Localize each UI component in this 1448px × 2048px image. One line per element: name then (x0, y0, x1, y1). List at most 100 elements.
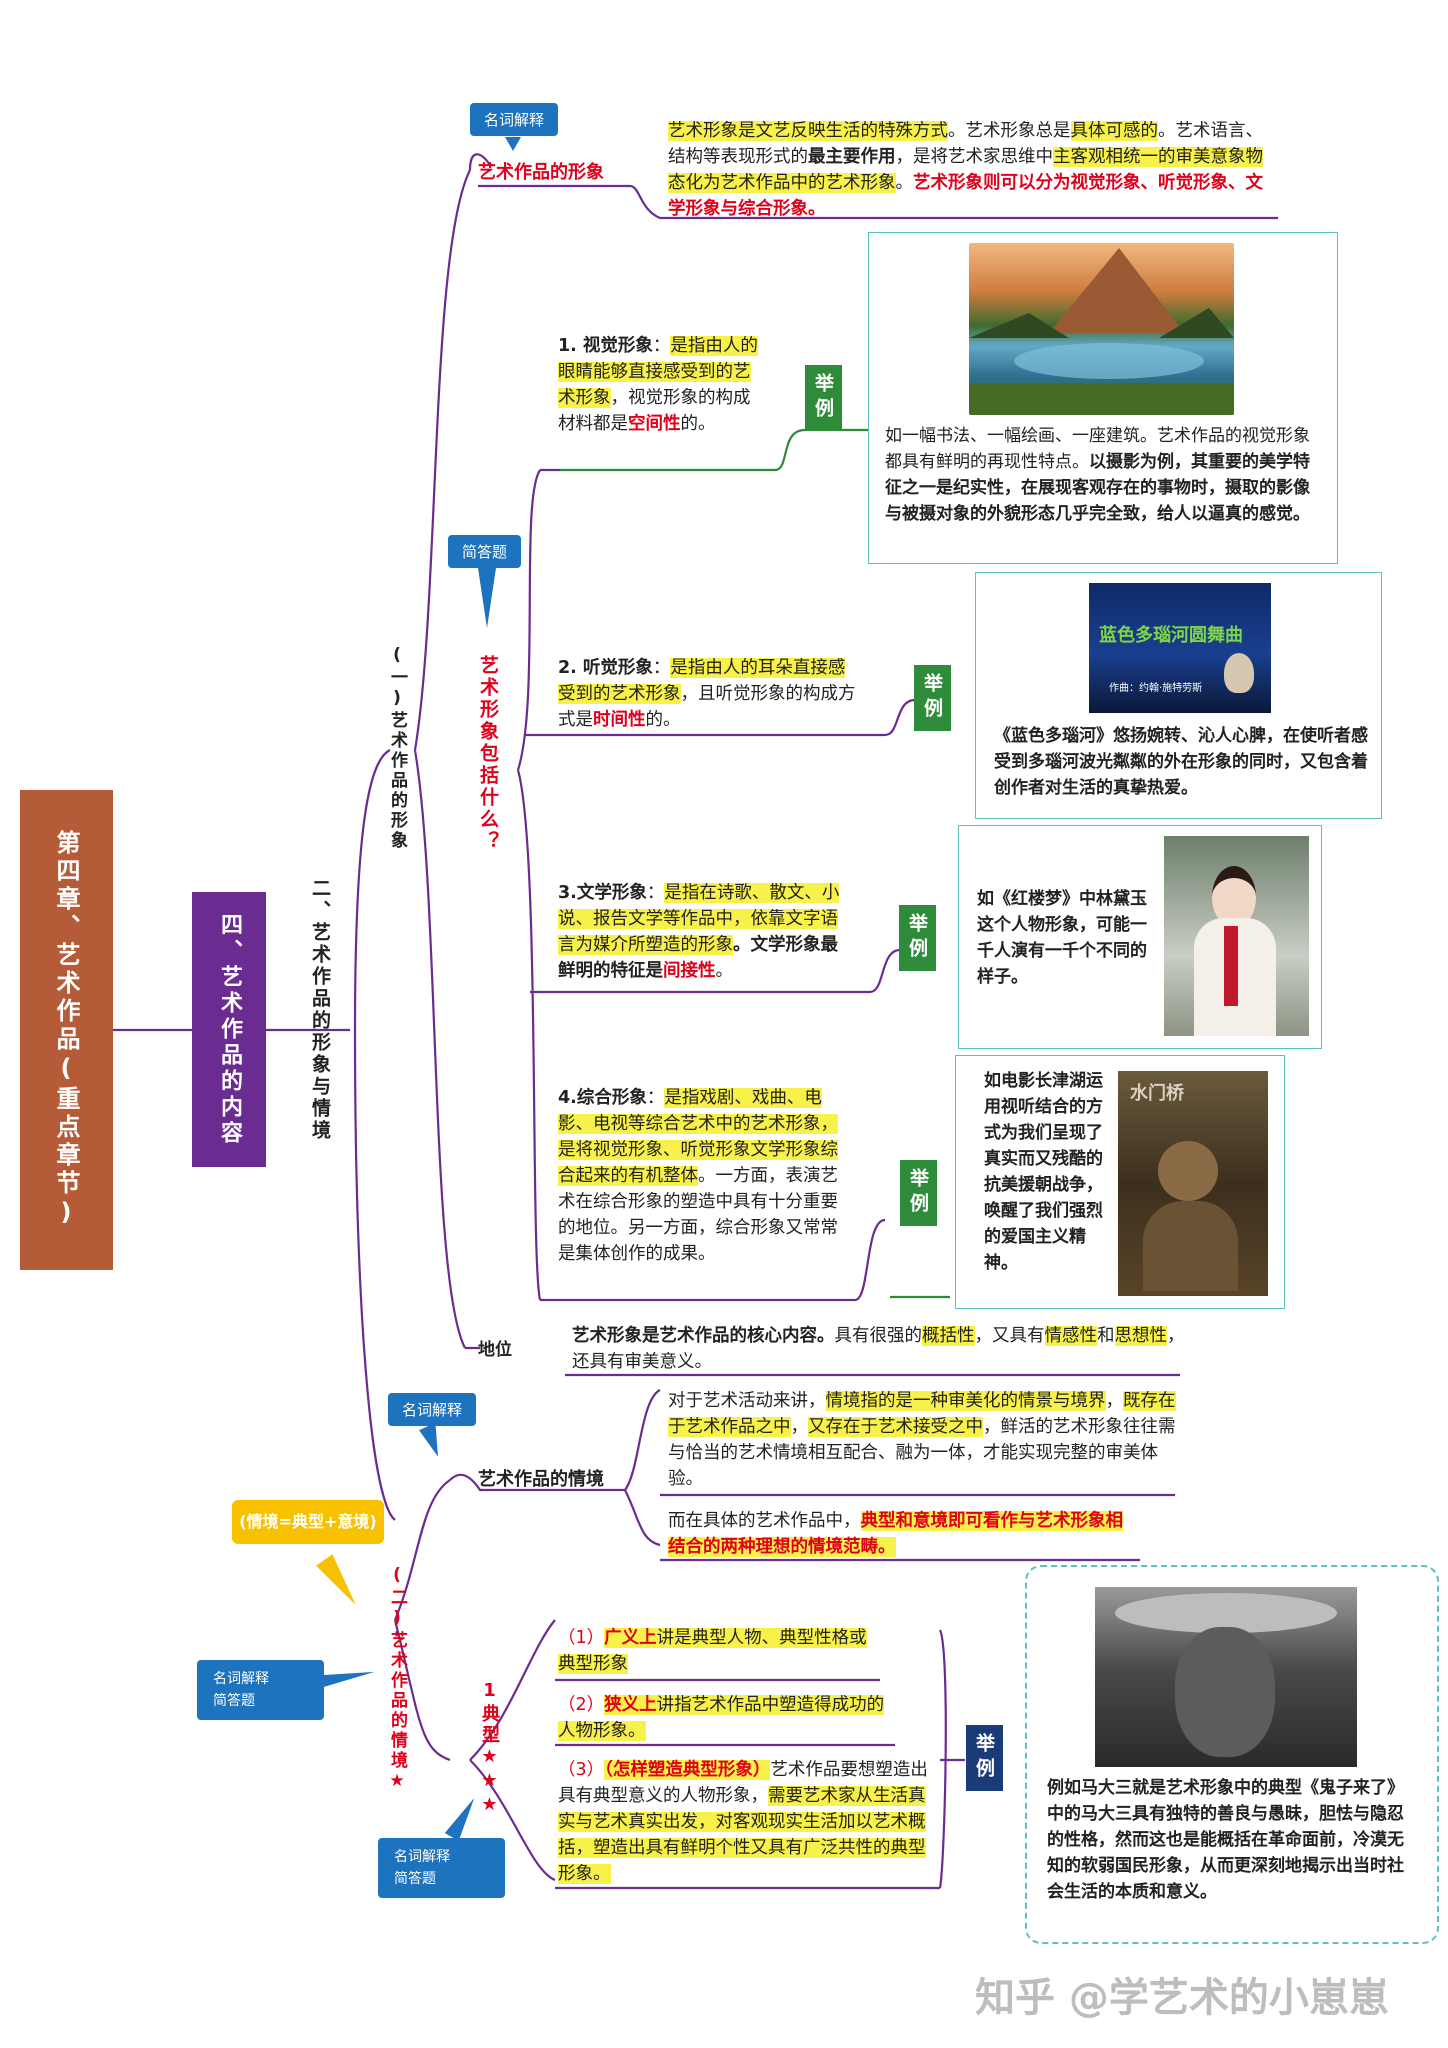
context-node: 艺术作品的情境 (478, 1469, 604, 1490)
typical-item-1: （1）广义上讲是典型人物、典型性格或典型形象 (558, 1625, 878, 1677)
tag-pointer (505, 137, 521, 151)
noun-explain-tag: 名词解释 (470, 103, 559, 136)
text-part: （3） (558, 1760, 605, 1780)
blue-danube-poster: 蓝色多瑙河圆舞曲 作曲：约翰·施特劳斯 (1089, 583, 1271, 713)
typical-item-2: （2）狭义上讲指艺术作品中塑造得成功的人物形象。 (558, 1692, 888, 1744)
movie-poster-title: 水门桥 (1130, 1083, 1184, 1104)
context-definition-2: 而在具体的艺术作品中，典型和意境即可看作与艺术形象相结合的两种理想的情境范畴。 (668, 1508, 1138, 1560)
face-shape (1175, 1627, 1275, 1757)
text-part: （1） (558, 1628, 605, 1648)
part1-title: (一)艺术作品的形象 (387, 645, 407, 851)
def-part: 艺术形象是文艺反映生活的特殊方式 (668, 121, 948, 141)
auditory-label: 2. 听觉形象 (558, 658, 653, 678)
text-part: 和 (1097, 1326, 1115, 1346)
poster-subtitle: 作曲：约翰·施特劳斯 (1109, 683, 1203, 694)
context-definition: 对于艺术活动来讲，情境指的是一种审美化的情景与境界，既存在于艺术作品之中，又存在… (668, 1388, 1178, 1492)
example-part: 如一幅书法、一幅绘画、一座建筑。艺术作品的视觉形象都具有鲜明的再现性特点。 (885, 426, 1310, 472)
straw-hat-shape (1115, 1593, 1337, 1633)
tag-line: 名词解释 (394, 1849, 450, 1865)
image-definition: 艺术形象是文艺反映生活的特殊方式。艺术形象总是具体可感的。艺术语言、结构等表现形… (668, 118, 1278, 222)
typical-example-text: 例如马大三就是艺术形象中的典型《鬼子来了》中的马大三具有独特的善良与愚昧，胆怯与… (1047, 1778, 1404, 1902)
text-part: 狭义上 (604, 1695, 657, 1715)
def-part: 最主要作用 (808, 147, 896, 167)
literary-label: 3.文学形象 (558, 883, 647, 903)
example-tag-typical: 举例 (966, 1725, 1003, 1791)
text-part: （怎样塑造典型形象） (604, 1760, 771, 1780)
text-part: （2） (558, 1695, 605, 1715)
section-title: 二、艺术作品的形象与情境 (309, 878, 331, 1142)
typical-node: 1典型★★★ (479, 1680, 500, 1818)
text-part: ，又具有 (974, 1326, 1045, 1346)
def-part: 具体可感的 (1070, 121, 1158, 141)
text-part: 广义上 (604, 1628, 657, 1648)
tag-line: 简答题 (213, 1693, 255, 1709)
text-part: ，鲜活的艺术形象往往需与恰当的艺术情境相互配合、融为一体，才能实现完整的审美体验… (668, 1417, 1176, 1489)
def-part: 。艺术语言、结构等表现形式的 (668, 121, 1263, 167)
example-tag-visual: 举例 (805, 365, 842, 431)
def-part: ，是将艺术家思维中 (895, 147, 1054, 167)
text-part: 间接性 (663, 961, 716, 981)
text-part: 时间性 (593, 710, 646, 730)
portrait-image (1224, 653, 1254, 693)
text-part: 情境指的是一种审美化的情景与境界 (825, 1391, 1106, 1411)
example-tag-composite: 举例 (900, 1160, 937, 1226)
text-part: ： (652, 336, 671, 356)
example-tag-auditory: 举例 (914, 665, 951, 731)
landscape-photo (969, 243, 1234, 415)
text-part: 艺术作品要想塑造出具有典型意义的人物形象， (558, 1760, 928, 1806)
literary-example-text: 如《红楼梦》中林黛玉这个人物形象，可能一千人演有一千个不同的样子。 (977, 889, 1147, 987)
example-part: 以摄影为例，其重要的美学特征之一是纪实性，在展现客观存在的事物时，摄取的影像与被… (885, 452, 1310, 524)
def-part: 。艺术形象总是 (948, 121, 1071, 141)
text-part: ，还具有审美意义。 (572, 1326, 1185, 1372)
example-box-auditory: 蓝色多瑙河圆舞曲 作曲：约翰·施特劳斯 《蓝色多瑙河》悠扬婉转、沁人心脾，在使听… (975, 572, 1382, 819)
visual-example-text: 如一幅书法、一幅绘画、一座建筑。艺术作品的视觉形象都具有鲜明的再现性特点。以摄影… (885, 423, 1325, 527)
part2-title: (二)艺术作品的情境★ (387, 1565, 407, 1794)
def-part: 艺术形象则可以分为视觉形象、听觉形象、文学形象与综合形象。 (668, 173, 1263, 219)
text-part: 。一方面，表演艺术在综合形象的塑造中具有十分重要的地位。另一方面，综合形象又常常… (558, 1166, 838, 1264)
example-box-typical: 例如马大三就是艺术形象中的典型《鬼子来了》中的马大三具有独特的善良与愚昧，胆怯与… (1025, 1565, 1439, 1944)
text-part: 艺术形象是艺术作品的核心内容。 (572, 1326, 835, 1346)
soldier-shape (1158, 1141, 1218, 1201)
example-box-visual: 如一幅书法、一幅绘画、一座建筑。艺术作品的视觉形象都具有鲜明的再现性特点。以摄影… (868, 232, 1338, 564)
composite-example-text: 如电影长津湖运用视听结合的方式为我们呈现了真实而又残酷的抗美援朝战争，唤醒了我们… (984, 1071, 1103, 1273)
text-part: 又存在于艺术接受之中 (808, 1417, 983, 1437)
text-part: 而在具体的艺术作品中， (668, 1511, 861, 1531)
text-part: ， (1105, 1391, 1124, 1411)
text-part: 的。 (680, 414, 716, 434)
mountain-lake-image (969, 248, 1234, 415)
composite-image-text: 4.综合形象：是指戏剧、戏曲、电影、电视等综合艺术中的艺术形象，是将视觉形象、听… (558, 1085, 853, 1267)
def-part: 。 (895, 173, 914, 193)
lin-daiyu-photo (1164, 836, 1309, 1036)
visual-image-text: 1. 视觉形象：是指由人的眼睛能够直接感受到的艺术形象，视觉形象的构成材料都是空… (558, 333, 758, 437)
text-part: ： (646, 883, 665, 903)
tag-pointer (419, 1422, 449, 1460)
text-part: 情感性 (1044, 1326, 1097, 1346)
tag-line: 简答题 (394, 1871, 436, 1887)
visual-label: 1. 视觉形象 (558, 336, 653, 356)
status-text: 艺术形象是艺术作品的核心内容。具有很强的概括性，又具有情感性和思想性，还具有审美… (572, 1323, 1192, 1375)
ma-dasan-photo (1095, 1587, 1357, 1767)
question-node: 艺术形象包括什么？ (477, 655, 499, 853)
image-node: 艺术作品的形象 (478, 162, 604, 183)
auditory-example-text: 《蓝色多瑙河》悠扬婉转、沁人心脾，在使听者感受到多瑙河波光粼粼的外在形象的同时，… (994, 726, 1368, 798)
text-part: 概括性 (922, 1326, 975, 1346)
literary-image-text: 3.文学形象：是指在诗歌、散文、小说、报告文学等作品中，依靠文字语言为媒介所塑造… (558, 880, 848, 984)
auditory-image-text: 2. 听觉形象：是指由人的耳朵直接感受到的艺术形象，且听觉形象的构成方式是时间性… (558, 655, 858, 733)
formula-note: (情境=典型+意境) (232, 1500, 384, 1544)
sash-shape (1224, 926, 1238, 1006)
text-part: ： (652, 658, 671, 678)
status-node: 地位 (478, 1340, 512, 1360)
text-part: ： (646, 1088, 665, 1108)
short-answer-tag: 简答题 (448, 535, 522, 568)
tag-pointer (478, 568, 496, 628)
soldier-body-shape (1143, 1201, 1238, 1291)
noun-explain-tag-2: 名词解释 (388, 1393, 477, 1426)
movie-poster: 水门桥 (1118, 1071, 1268, 1296)
unit-title: 四、艺术作品的内容 (192, 892, 266, 1167)
text-part: 对于艺术活动来讲， (668, 1391, 826, 1411)
chapter-title: 第四章、艺术作品(重点章节) (20, 790, 113, 1270)
text-part: 的。 (645, 710, 681, 730)
text-part: 。 (715, 961, 734, 981)
example-box-composite: 如电影长津湖运用视听结合的方式为我们呈现了真实而又残酷的抗美援朝战争，唤醒了我们… (955, 1055, 1285, 1309)
example-box-literary: 如《红楼梦》中林黛玉这个人物形象，可能一千人演有一千个不同的样子。 (958, 825, 1322, 1049)
